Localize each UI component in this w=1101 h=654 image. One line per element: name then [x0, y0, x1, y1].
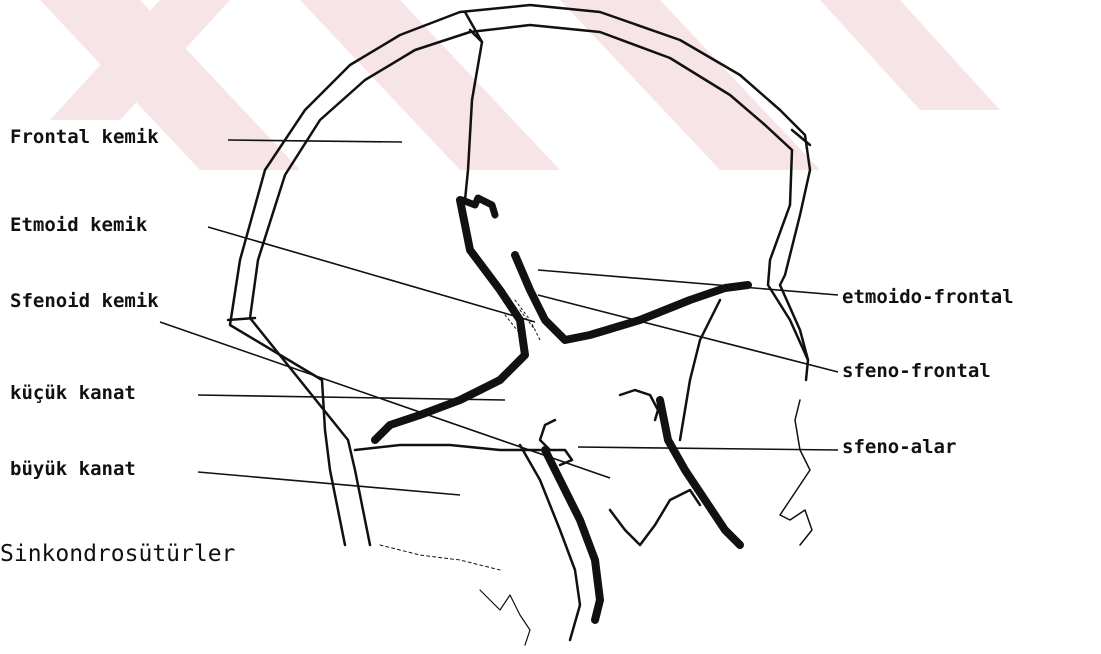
leader-sfenoid [160, 322, 610, 478]
label-sfeno-frontal: sfeno-frontal [842, 362, 991, 381]
label-etmoido-frontal: etmoido-frontal [842, 288, 1014, 307]
leader-kucuk-kanat [198, 395, 505, 400]
label-buyuk-kanat: büyük kanat [10, 460, 136, 479]
leader-etmoid [208, 227, 535, 322]
label-etmoid-kemik: Etmoid kemik [10, 216, 147, 235]
leader-sfeno-frontal [538, 295, 838, 372]
leader-etmoido-frontal [538, 270, 838, 295]
leader-frontal [228, 140, 402, 142]
figure-caption: Sinkondrosütürler [0, 543, 235, 566]
label-sfenoid-kemik: Sfenoid kemik [10, 292, 159, 311]
label-sfeno-alar: sfeno-alar [842, 438, 956, 457]
leader-sfeno-alar [578, 447, 838, 450]
leader-buyuk-kanat [198, 472, 460, 495]
label-frontal-kemik: Frontal kemik [10, 128, 159, 147]
label-kucuk-kanat: küçük kanat [10, 384, 136, 403]
